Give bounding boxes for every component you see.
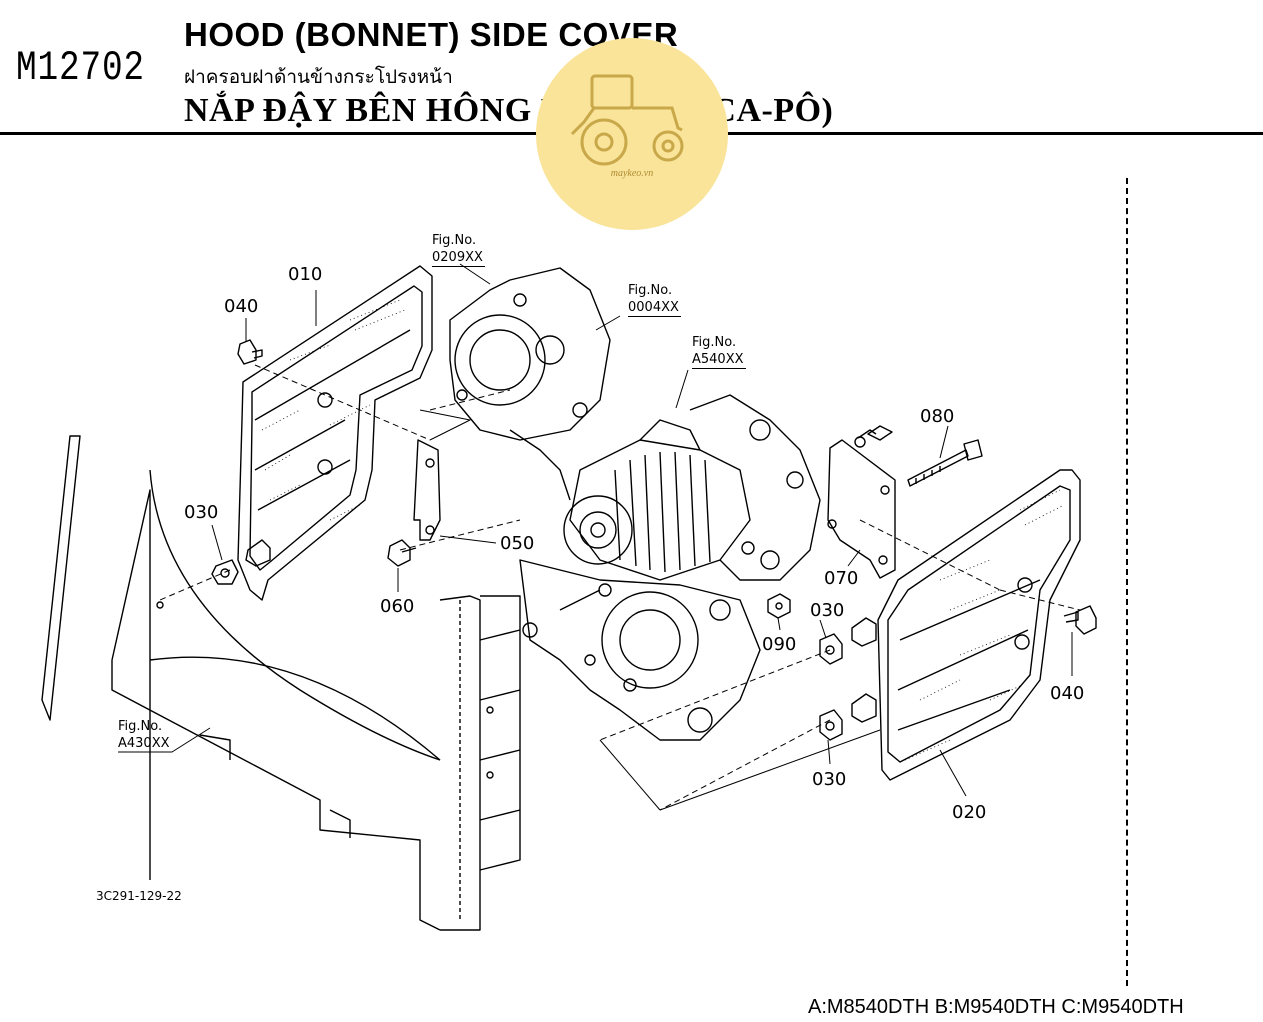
callout-010: 010 (288, 264, 323, 285)
side-cover-right (877, 469, 1081, 781)
grommet-030-right-lower (851, 693, 877, 723)
page-title-thai: ฝาครอบฝาด้านข้างกระโปรงหน้า (184, 66, 453, 88)
bolt-080 (907, 439, 983, 487)
callout-060: 060 (380, 596, 415, 617)
page-dashed-divider (1126, 178, 1128, 986)
fig-ref-code: 0004XX (628, 300, 681, 317)
bracket-070 (827, 425, 896, 579)
nut-090 (767, 593, 791, 619)
fig-ref-code: A540XX (692, 352, 746, 369)
leader-lines (118, 263, 1073, 797)
callout-070: 070 (824, 568, 859, 589)
callout-020: 020 (952, 802, 987, 823)
grommet-030-left (245, 539, 271, 567)
projection-lines (159, 364, 1081, 811)
callout-050: 050 (500, 533, 535, 554)
fig-ref-a540: Fig.No. A540XX (692, 334, 746, 369)
nut-030-right-upper (819, 633, 843, 665)
callout-040-left: 040 (224, 296, 259, 317)
nut-030-right-lower (819, 709, 843, 741)
bolt-040-left (237, 339, 263, 365)
callout-090: 090 (762, 634, 797, 655)
bracket-050 (413, 439, 441, 541)
callout-030-right-lower: 030 (812, 769, 847, 790)
fig-ref-a430: Fig.No. A430XX (118, 718, 170, 752)
drawing-code: 3C291-129-22 (96, 889, 182, 903)
watermark-text: maykeo.vn (611, 168, 653, 179)
reference-lines (419, 409, 881, 811)
callout-040-right: 040 (1050, 683, 1085, 704)
fig-ref-label: Fig.No. (628, 283, 673, 298)
callout-080: 080 (920, 406, 955, 427)
fig-ref-code: 0209XX (432, 250, 485, 267)
callout-030-right-upper: 030 (810, 600, 845, 621)
bolt-060 (387, 539, 417, 567)
side-cover-left (237, 265, 433, 601)
fig-ref-label: Fig.No. (692, 335, 737, 350)
bolt-040-right (1063, 605, 1097, 635)
fig-ref-0209: Fig.No. 0209XX (432, 232, 485, 267)
tractor-icon (570, 74, 684, 166)
nut-030-left (211, 559, 239, 585)
grommet-030-right-upper (851, 617, 877, 647)
watermark-circle (536, 38, 728, 230)
engine-assembly (449, 267, 821, 741)
fig-ref-0004: Fig.No. 0004XX (628, 282, 681, 317)
watermark-logo: maykeo.vn (536, 38, 728, 230)
page-code: M12702 (16, 44, 145, 92)
model-applicability: A:M8540DTH B:M9540DTH C:M9540DTH (808, 996, 1184, 1018)
radiator-frame (41, 435, 521, 931)
fig-ref-label: Fig.No. (118, 719, 163, 734)
fig-ref-code: A430XX (118, 736, 170, 751)
fig-ref-label: Fig.No. (432, 233, 477, 248)
callout-030-left: 030 (184, 502, 219, 523)
